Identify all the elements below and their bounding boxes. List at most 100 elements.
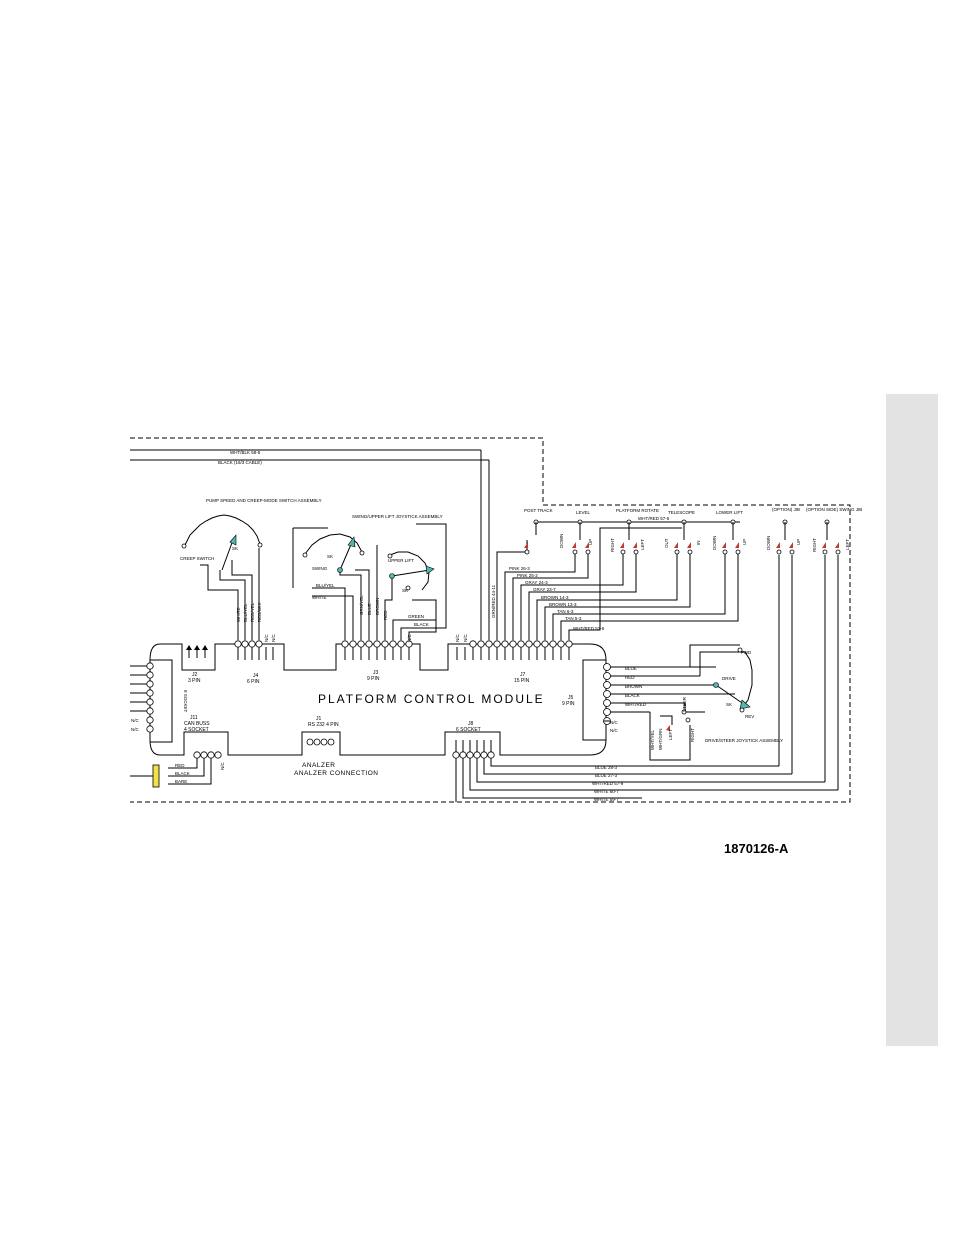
j1-id: J1	[316, 716, 322, 722]
analyzer-connection: ANALZER	[302, 762, 335, 769]
svg-text:UP: UP	[588, 539, 593, 545]
harness-boundary	[130, 437, 851, 803]
j2-id: J2	[192, 672, 198, 678]
svg-text:SK: SK	[232, 546, 238, 551]
svg-text:WHITE 60-7: WHITE 60-7	[594, 789, 619, 794]
j4-wires: WHITE BLU/YEL RED/YEL RED/WHI	[200, 548, 262, 640]
svg-text:LEFT: LEFT	[668, 729, 673, 740]
connector-j5: BLUE RED BROWN BLACK WHT/RED N/C N/C J5 …	[562, 663, 735, 733]
svg-text:BLU/YEL: BLU/YEL	[316, 583, 335, 588]
swing-lift-label: SWING/UPPER LIFT JOYSTICK ASSEMBLY	[352, 514, 443, 519]
j8-desc: 6 SOCKET	[456, 727, 481, 733]
wire-top-2-label: BLACK (16/3 CABLE)	[218, 460, 262, 465]
svg-text:BROWN: BROWN	[625, 684, 642, 689]
svg-text:LEFT: LEFT	[845, 539, 850, 550]
svg-text:BARE: BARE	[175, 779, 187, 784]
svg-text:WHITE 59-7: WHITE 59-7	[594, 797, 619, 802]
j6-desc: 8 SOCKET	[183, 690, 188, 713]
svg-text:BROWN 13-3: BROWN 13-3	[549, 602, 577, 607]
document-part-number: 1870126-A	[724, 841, 789, 856]
svg-text:PINK 25-2: PINK 25-2	[517, 573, 538, 578]
j11-desc2: 4 SOCKET	[184, 727, 209, 733]
svg-text:N/C: N/C	[271, 634, 276, 643]
svg-text:SWING: SWING	[312, 566, 328, 571]
svg-text:SK: SK	[327, 554, 333, 559]
valve-headers: POST TRACK LEVEL PLATFORM ROTATE TELESCO…	[524, 507, 862, 525]
svg-text:TAN 6-3: TAN 6-3	[557, 609, 574, 614]
j4-desc: 6 PIN	[247, 679, 260, 685]
svg-text:UP: UP	[742, 539, 747, 545]
svg-text:N/C: N/C	[220, 762, 225, 771]
svg-text:UP: UP	[796, 539, 801, 545]
svg-text:(OPTION) JIB: (OPTION) JIB	[772, 507, 800, 512]
svg-text:N/C: N/C	[131, 727, 140, 732]
j5-bracket	[582, 659, 606, 741]
svg-text:WHT/RED: WHT/RED	[625, 702, 647, 707]
pump-label: PUMP SPEED AND CREEP-MODE SWITCH ASSEMBL…	[206, 498, 322, 503]
creep-label: CREEP SWITCH	[180, 556, 214, 561]
svg-text:PLATFORM ROTATE: PLATFORM ROTATE	[616, 508, 659, 513]
svg-text:POST TRACK: POST TRACK	[524, 508, 553, 513]
svg-text:BLU/YEL: BLU/YEL	[243, 603, 248, 622]
svg-text:BLACK: BLACK	[414, 622, 429, 627]
svg-text:RED: RED	[175, 763, 185, 768]
svg-text:GRAY 23-7: GRAY 23-7	[533, 587, 556, 592]
j7-wires: GRN/RED 44-11 PINK 26-3 PINK 25-2 GRAY 2…	[491, 527, 739, 640]
svg-text:BROWN: BROWN	[375, 598, 380, 615]
svg-text:DOWN: DOWN	[766, 536, 771, 550]
svg-text:N/C: N/C	[455, 634, 460, 643]
svg-text:BLUE: BLUE	[367, 603, 372, 615]
svg-text:LOWER LIFT: LOWER LIFT	[716, 510, 743, 515]
svg-text:BLACK: BLACK	[175, 771, 190, 776]
pump-speed-assembly: PUMP SPEED AND CREEP-MODE SWITCH ASSEMBL…	[180, 498, 322, 571]
j5-desc: 9 PIN	[562, 701, 575, 707]
j7-desc: 15 PIN	[514, 678, 530, 684]
svg-text:N/C: N/C	[610, 728, 619, 733]
svg-text:RIGHT: RIGHT	[690, 728, 695, 742]
svg-text:GRAY 24-3: GRAY 24-3	[525, 580, 548, 585]
svg-text:SK: SK	[402, 588, 408, 593]
option-wires	[778, 555, 839, 790]
svg-text:REV: REV	[745, 714, 754, 719]
svg-text:BLUE: BLUE	[625, 666, 637, 671]
svg-text:DRIVE/STEER JOYSTICK ASSEMBLY: DRIVE/STEER JOYSTICK ASSEMBLY	[705, 738, 783, 743]
svg-text:N/C: N/C	[131, 718, 140, 723]
module-title: PLATFORM CONTROL MODULE	[318, 692, 545, 706]
connector-j3: N/C J3 9 PIN	[341, 634, 413, 682]
svg-text:WHITE: WHITE	[236, 608, 241, 623]
svg-text:STEER: STEER	[682, 696, 687, 712]
can-plug	[152, 764, 160, 788]
svg-text:FWD: FWD	[741, 650, 752, 655]
svg-text:BLUE 27-3: BLUE 27-3	[595, 773, 618, 778]
j3-id: J3	[373, 670, 379, 676]
svg-text:DOWN: DOWN	[559, 534, 564, 548]
svg-text:GREEN: GREEN	[408, 614, 424, 619]
svg-text:SK: SK	[726, 702, 732, 707]
connector-j7: N/C N/C J7 15 PIN	[455, 634, 573, 684]
connector-j6: N/C N/C 8 SOCKET	[130, 662, 188, 733]
valve-solenoids: DOWN UP RIGHT LEFT OUT IN DOWN UP DOWN U…	[524, 522, 850, 555]
analyzer-connection-label: ANALZER CONNECTION	[294, 770, 378, 777]
j2-desc: 3 PIN	[188, 678, 201, 684]
connector-j11: RED BLACK BARE N/C J11 CAN BUSS 4 SOCKET	[130, 715, 225, 788]
connector-j2: J2 3 PIN	[186, 645, 208, 684]
svg-text:OUT: OUT	[664, 538, 669, 548]
svg-text:N/C: N/C	[264, 634, 269, 643]
svg-text:WHT/RED 57-6: WHT/RED 57-6	[573, 626, 605, 631]
svg-text:DRIVE: DRIVE	[722, 676, 736, 681]
svg-text:GRN/RED 44-11: GRN/RED 44-11	[491, 584, 496, 618]
j6-bracket	[150, 659, 173, 743]
svg-text:WHITE: WHITE	[312, 595, 327, 600]
swing-lift-assembly: SWING/UPPER LIFT JOYSTICK ASSEMBLY SWING…	[292, 514, 443, 593]
j5-id: J5	[568, 695, 574, 701]
svg-text:N/C: N/C	[610, 720, 619, 725]
j11-id: J11	[190, 715, 198, 721]
svg-text:RED/WHI: RED/WHI	[257, 603, 262, 623]
j7-id: J7	[520, 672, 526, 678]
j3-wires: BLU/YEL WHITE GRN/YEL BLUE BROWN RED GRE…	[312, 523, 447, 640]
j11-desc: CAN BUSS	[184, 721, 210, 727]
svg-text:BLUE 28-3: BLUE 28-3	[595, 765, 618, 770]
module-outline	[149, 643, 607, 756]
j1-desc: RS 232 4 PIN	[308, 722, 339, 728]
